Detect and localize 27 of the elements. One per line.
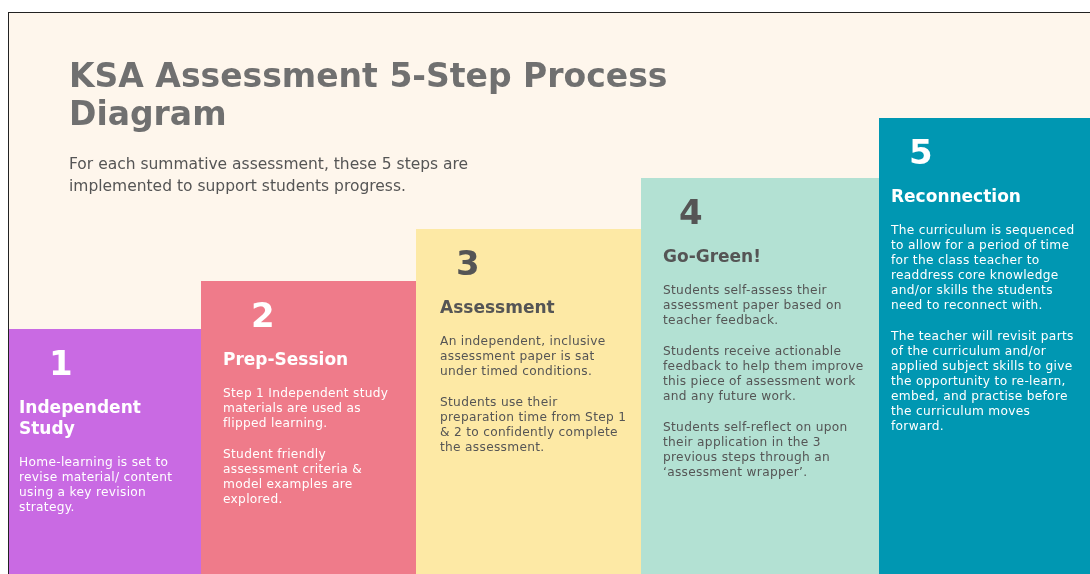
step-heading: Assessment (440, 297, 556, 318)
step-description: The curriculum is sequenced to allow for a period of time for the class teacher to readdress core knowledge and/or skills the students need to reconnect with. (891, 223, 1076, 313)
step-heading: Prep-Session (223, 349, 350, 370)
step-description: An independent, inclusive assessment paper is sat under timed conditions. (440, 334, 607, 379)
step-heading: Reconnection (891, 186, 1022, 207)
step-column (416, 229, 641, 574)
step-column (201, 281, 416, 574)
step-description: Students self-reflect on upon their application in the 3 previous steps through an ‘assessment wrapper’. (663, 420, 849, 480)
step-description: The teacher will revisit parts of the curriculum and/or applied subject skills to give the opportunity to re-learn, embed, and practise before the curriculum moves forward. (891, 329, 1075, 434)
step-description: Student friendly assessment criteria & model examples are explored. (223, 447, 364, 507)
step-description: Home-learning is set to revise material/ content using a key revision strategy. (19, 455, 174, 515)
step-number: 2 (251, 295, 276, 335)
step-number: 4 (679, 192, 704, 232)
title: KSA Assessment 5-Step Process Diagram (69, 57, 669, 133)
step-description: Students self-assess their assessment paper based on teacher feedback. (663, 283, 843, 328)
step-number: 5 (909, 132, 934, 172)
step-heading: Go-Green! (663, 246, 762, 267)
step-column (9, 329, 201, 574)
step-number: 1 (49, 343, 74, 383)
subtitle: For each summative assessment, these 5 steps are implemented to support students progress. (69, 154, 470, 197)
step-heading: Independent Study (19, 397, 142, 439)
step-description: Students use their preparation time from Step 1 & 2 to confidently complete the assessment. (440, 395, 627, 455)
step-column (879, 118, 1090, 574)
step-description: Students receive actionable feedback to help them improve this piece of assessment work and any future work. (663, 344, 865, 404)
step-number: 3 (456, 243, 481, 283)
step-description: Step 1 Independent study materials are used as flipped learning. (223, 386, 390, 431)
step-column (641, 178, 879, 574)
